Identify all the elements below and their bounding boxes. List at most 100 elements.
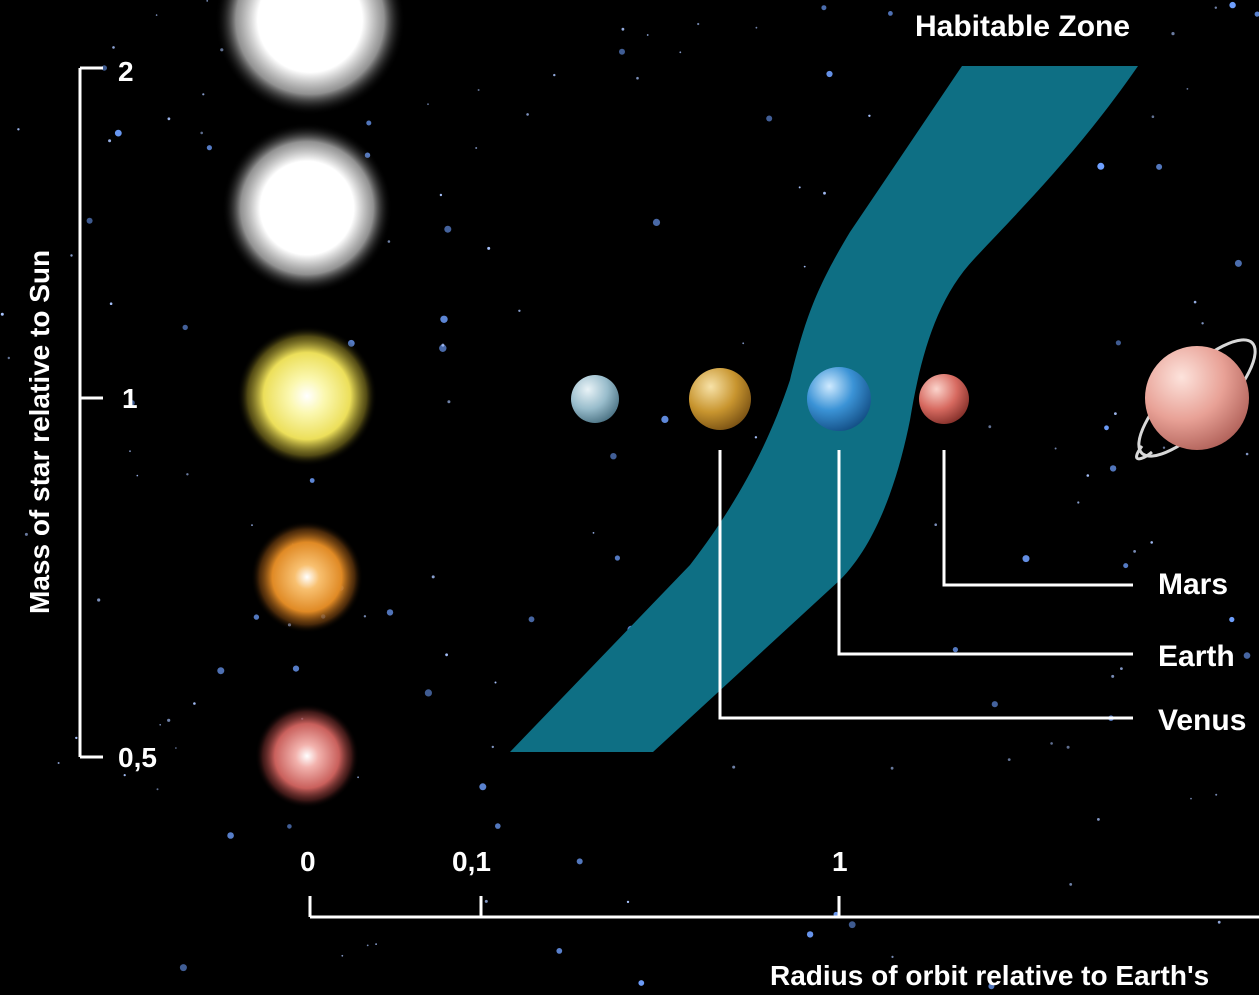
venus-leader-line [718,450,1133,720]
background-star [123,774,126,777]
background-star [431,575,435,579]
earth-leader-line [837,450,1133,656]
background-star [934,523,937,526]
background-star [988,425,992,429]
background-star [1133,550,1136,553]
background-star [112,46,115,49]
background-star [518,309,521,312]
background-star [1022,555,1030,563]
background-star [619,48,625,55]
background-star [109,302,113,306]
mars-planet [919,374,969,424]
background-star [614,555,621,561]
y-axis-label: Mass of star relative to Sun [24,249,55,614]
background-star [1115,340,1121,346]
background-star [375,943,377,945]
background-star [24,532,28,536]
background-star [1050,742,1053,745]
background-star [646,34,649,36]
y-tick-2: 2 [118,56,134,87]
background-star [309,478,315,483]
background-star [440,315,448,323]
background-star [661,415,669,423]
background-star [159,724,161,726]
background-star [57,762,60,764]
background-star [638,980,645,986]
saturn-planet [1145,346,1249,450]
background-star [1069,883,1073,886]
background-star [890,766,894,770]
background-star [206,0,209,2]
background-star [97,598,101,602]
saturn-group [1135,338,1257,461]
background-star [387,240,391,243]
background-star [484,899,488,903]
background-star [427,103,429,106]
background-star [1077,501,1080,504]
background-star [494,681,497,684]
background-star [217,667,225,675]
background-star [1156,163,1163,170]
x-tick-0: 0 [300,846,316,877]
background-star [988,983,995,990]
mars-label: Mars [1158,568,1229,601]
background-star [292,665,300,672]
background-star [447,400,451,404]
orange-star [251,521,363,633]
background-star [1007,758,1011,761]
background-star [200,131,203,135]
background-star [1229,616,1235,623]
background-star [991,701,998,708]
background-star [1215,793,1218,796]
background-star [341,954,344,957]
background-star [576,858,583,865]
background-star [621,27,625,31]
background-star [697,22,700,26]
background-star [363,615,367,618]
background-star [7,356,10,360]
background-star [366,120,372,126]
background-star [186,473,189,476]
background-star [526,113,529,116]
background-star [1245,452,1249,456]
background-star [156,788,159,791]
background-star [1201,322,1204,325]
red-star [255,704,359,808]
white-star-top [215,0,405,115]
background-star [495,823,501,829]
background-star [179,964,187,972]
x-tick-0-1: 0,1 [452,846,491,877]
saturn-ring-front [1135,445,1153,461]
background-star [848,921,856,929]
background-star [806,931,814,938]
mercury-planet [571,375,619,423]
y-axis-bracket [78,66,103,759]
background-star [652,218,661,226]
background-star [287,824,292,829]
background-star [821,5,827,11]
background-star [1097,162,1105,170]
background-star [445,653,448,657]
background-star [1171,31,1175,36]
background-star [952,647,959,653]
background-star [193,702,196,705]
background-star [1193,300,1197,304]
background-star [610,453,617,460]
background-star [742,342,745,345]
background-star [1066,745,1070,749]
background-star [766,115,773,122]
background-star [1214,6,1218,9]
background-star [167,718,171,722]
background-star [477,89,480,91]
background-star [528,616,535,623]
background-star [479,783,487,791]
background-star [1217,920,1221,924]
venus-planet [689,368,751,430]
y-tick-1: 1 [122,383,138,414]
earth-label: Earth [1158,640,1235,673]
background-star [136,474,139,477]
background-star [798,186,801,189]
background-star [108,139,112,143]
